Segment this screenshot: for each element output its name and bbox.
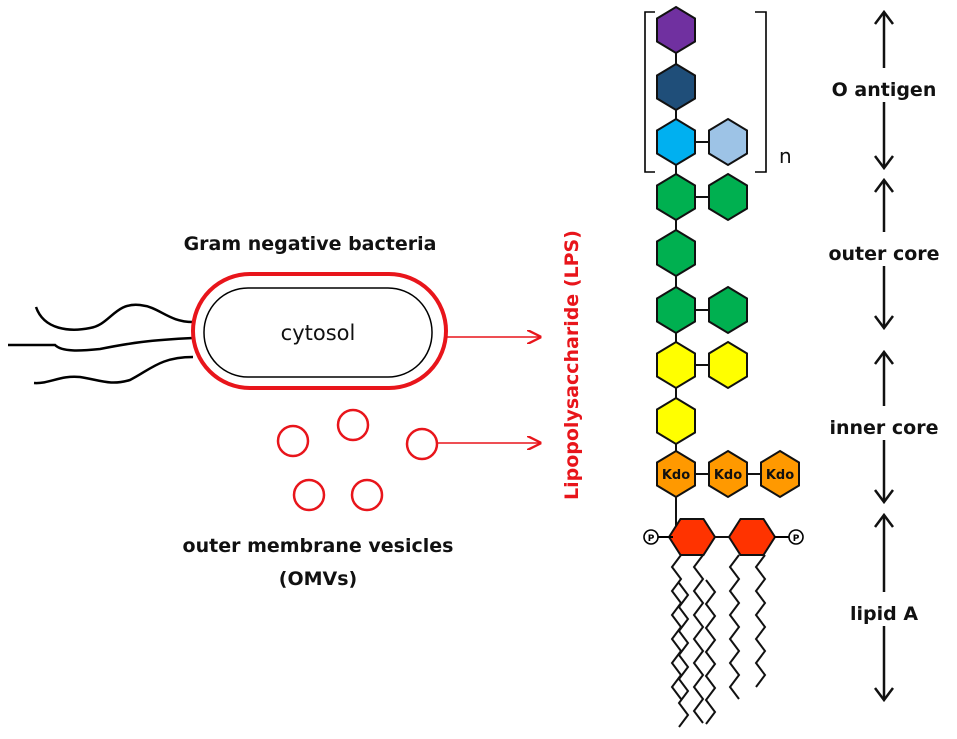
o-antigen-sugar-branch: [708, 117, 748, 167]
flagellum: [33, 355, 194, 385]
region-label: outer core: [828, 243, 939, 265]
vesicles: [276, 408, 439, 512]
o-antigen-sugar: [656, 117, 696, 167]
cytosol-label: cytosol: [281, 321, 356, 345]
o-antigen-sugar: [656, 62, 696, 112]
acyl-chain: [692, 554, 705, 724]
lps-label: Lipopolysaccharide (LPS): [561, 230, 583, 500]
outer-core-sugar-branch: [708, 285, 748, 335]
region-annotations: O antigen outer core inner core lipid A: [828, 9, 940, 703]
kdo-sugar: [656, 449, 696, 499]
omv-label-line1: outer membrane vesicles: [183, 535, 454, 557]
acyl-chain: [704, 579, 717, 725]
lipid-a-glucosamine: [727, 518, 777, 556]
acyl-chain: [677, 582, 690, 728]
inner-core-sugar-branch: [708, 340, 748, 390]
outer-core-sugar: [656, 172, 696, 222]
region-label: inner core: [829, 417, 938, 439]
kdo-sugar: [708, 449, 748, 499]
inner-core-sugar: [656, 396, 696, 446]
region-o-antigen: O antigen: [832, 9, 937, 171]
region-outer-core: outer core: [828, 177, 940, 331]
vesicle: [405, 427, 439, 461]
inner-membrane: [203, 287, 433, 378]
phosphate-right: P: [774, 529, 804, 545]
kdo-label: Kdo: [714, 468, 742, 483]
region-label: lipid A: [850, 603, 918, 625]
vesicle: [276, 424, 310, 458]
phosphate-left: P: [643, 529, 673, 545]
inner-core-sugar: [656, 340, 696, 390]
region-inner-core: inner core: [829, 349, 939, 505]
sugar-residues: Kdo Kdo Kdo: [656, 5, 800, 556]
flagellum: [34, 303, 194, 331]
kdo-label: Kdo: [766, 468, 794, 483]
flagellum: [8, 336, 194, 352]
omv-label-line2: (OMVs): [279, 568, 357, 590]
vesicle: [292, 478, 326, 512]
svg-text:P: P: [793, 534, 800, 544]
vesicle: [350, 478, 384, 512]
acyl-chain: [728, 554, 741, 700]
kdo-label: Kdo: [662, 468, 690, 483]
outer-core-sugar: [656, 228, 696, 278]
outer-core-sugar: [656, 285, 696, 335]
outer-core-sugar-branch: [708, 172, 748, 222]
repeat-bracket-left: [644, 11, 655, 173]
acyl-chain: [754, 554, 767, 688]
flagella: [8, 303, 194, 385]
vesicle: [336, 408, 370, 442]
region-lipid-a: lipid A: [850, 512, 918, 703]
bacteria-title: Gram negative bacteria: [184, 233, 437, 255]
svg-text:P: P: [648, 534, 655, 544]
lipid-a-acyl-chains: [670, 554, 767, 728]
lipid-a-glucosamine: [667, 518, 717, 556]
repeat-bracket-right: [755, 11, 767, 173]
region-label: O antigen: [832, 79, 937, 101]
repeat-n-label: n: [779, 144, 792, 168]
kdo-sugar: [760, 449, 800, 499]
o-antigen-sugar: [656, 5, 696, 55]
